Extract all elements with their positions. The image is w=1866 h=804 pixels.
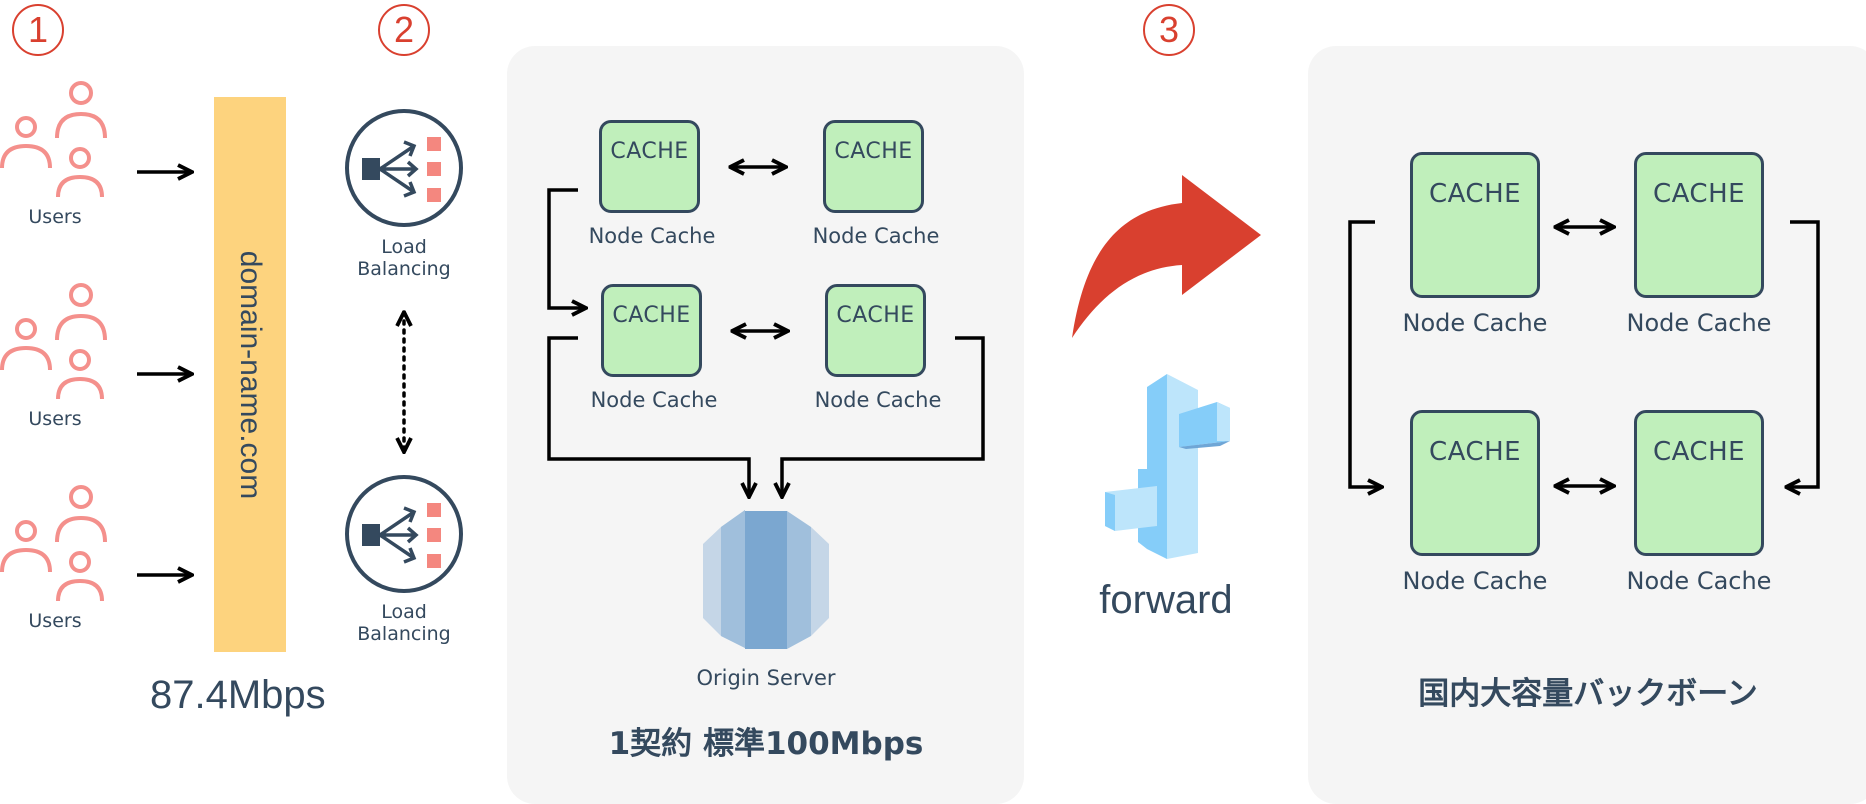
- cache-node: CACHE: [825, 284, 926, 377]
- lb-label-line2: Balancing: [357, 258, 451, 280]
- step-1-marker: 1: [12, 4, 64, 56]
- node-cache-label: Node Cache: [1626, 309, 1772, 337]
- users-icon: [0, 81, 107, 199]
- lb-label-line1: Load: [381, 601, 427, 623]
- cache-node: CACHE: [1634, 410, 1764, 556]
- step-2-number: 2: [393, 9, 415, 50]
- node-cache-label: Node Cache: [1402, 567, 1548, 595]
- forward-label: forward: [1099, 578, 1233, 622]
- step-1-number: 1: [27, 9, 49, 50]
- cache-node: CACHE: [1410, 152, 1540, 298]
- forward-service-icon: [1105, 374, 1230, 559]
- backbone-caption: 国内大容量バックボーン: [1418, 676, 1758, 712]
- cache-badge: CACHE: [1428, 179, 1522, 209]
- cache-node: CACHE: [1410, 410, 1540, 556]
- load-balancing-label: Load Balancing: [334, 601, 474, 645]
- cache-badge: CACHE: [834, 139, 913, 164]
- step-3-marker: 3: [1143, 4, 1195, 56]
- load-balancing-icon: [345, 109, 463, 227]
- cache-node: CACHE: [1634, 152, 1764, 298]
- cache-badge: CACHE: [612, 303, 691, 328]
- cache-node: CACHE: [823, 120, 924, 213]
- load-balancing-label: Load Balancing: [334, 236, 474, 280]
- users-label: Users: [28, 206, 82, 228]
- lb-label-line2: Balancing: [357, 623, 451, 645]
- node-cache-label: Node Cache: [812, 224, 940, 248]
- bandwidth-label: 87.4Mbps: [150, 673, 326, 717]
- cache-badge: CACHE: [836, 303, 915, 328]
- node-cache-label: Node Cache: [814, 388, 942, 412]
- users-label: Users: [28, 610, 82, 632]
- domain-bar: [214, 97, 286, 652]
- standard-plan-caption: 1契約 標準100Mbps: [608, 726, 924, 762]
- users-icon: [0, 283, 107, 401]
- forward-arrow-icon: [1072, 175, 1261, 338]
- cache-badge: CACHE: [1428, 437, 1522, 467]
- users-icon: [0, 485, 107, 603]
- node-cache-label: Node Cache: [1402, 309, 1548, 337]
- node-cache-label: Node Cache: [1626, 567, 1772, 595]
- origin-server-label: Origin Server: [696, 666, 836, 690]
- node-cache-label: Node Cache: [590, 388, 718, 412]
- cache-node: CACHE: [599, 120, 700, 213]
- cache-route-arrow: [547, 188, 586, 308]
- backbone-route-arrow: [1786, 220, 1820, 487]
- users-label: Users: [28, 408, 82, 430]
- step-2-marker: 2: [378, 4, 430, 56]
- backbone-panel: [1308, 46, 1866, 804]
- step-3-number: 3: [1158, 9, 1180, 50]
- lb-label-line1: Load: [381, 236, 427, 258]
- cache-node: CACHE: [601, 284, 702, 377]
- node-cache-label: Node Cache: [588, 224, 716, 248]
- load-balancing-icon: [345, 475, 463, 593]
- cache-badge: CACHE: [610, 139, 689, 164]
- to-origin-arrow: [547, 336, 749, 497]
- to-origin-arrow: [782, 336, 985, 497]
- cache-badge: CACHE: [1652, 179, 1746, 209]
- backbone-route-arrow: [1348, 220, 1382, 487]
- cache-badge: CACHE: [1652, 437, 1746, 467]
- origin-server-icon: [703, 510, 829, 649]
